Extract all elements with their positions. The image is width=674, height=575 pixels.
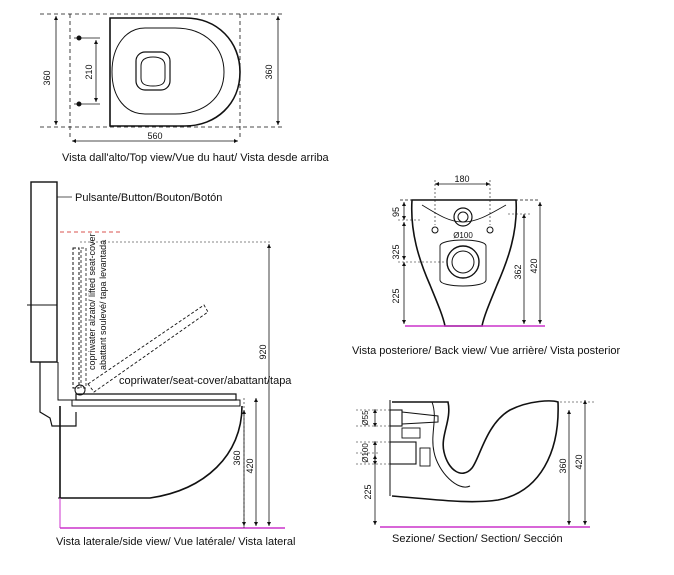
side-view bbox=[27, 181, 285, 529]
section-view-caption: Sezione/ Section/ Section/ Sección bbox=[392, 533, 563, 545]
top-view bbox=[40, 13, 285, 143]
section-dim-225: 225 bbox=[363, 484, 373, 499]
side-view-caption: Vista laterale/side view/ Vue latérale/ … bbox=[56, 536, 296, 548]
side-dim-920: 920 bbox=[258, 344, 268, 359]
section-dim-inlet: Ø55 bbox=[361, 410, 370, 426]
side-dim-420: 420 bbox=[245, 458, 255, 473]
back-dim-325: 325 bbox=[391, 244, 401, 259]
back-dim-180: 180 bbox=[454, 174, 469, 184]
side-label-cover: copriwater/seat-cover/abattant/tapa bbox=[119, 375, 292, 387]
back-dim-362: 362 bbox=[513, 264, 523, 279]
back-dim-outlet: Ø100 bbox=[453, 231, 473, 240]
top-dim-210: 210 bbox=[84, 64, 94, 79]
top-dim-360-left: 360 bbox=[42, 70, 52, 85]
side-label-button: Pulsante/Button/Bouton/Botón bbox=[75, 192, 222, 204]
back-view bbox=[398, 180, 545, 327]
top-dim-360-right: 360 bbox=[264, 64, 274, 79]
back-dim-95: 95 bbox=[391, 207, 401, 217]
top-dim-560: 560 bbox=[147, 131, 162, 141]
section-dim-360: 360 bbox=[558, 458, 568, 473]
section-view bbox=[356, 400, 595, 528]
back-dim-420: 420 bbox=[529, 258, 539, 273]
back-view-caption: Vista posteriore/ Back view/ Vue arrière… bbox=[352, 345, 621, 357]
top-view-caption: Vista dall'alto/Top view/Vue du haut/ Vi… bbox=[62, 152, 329, 164]
side-label-lifted-cover-2: abattant soulevé/ tapa levantada bbox=[98, 240, 108, 370]
section-dim-outlet: Ø100 bbox=[361, 443, 370, 463]
back-dim-225: 225 bbox=[391, 288, 401, 303]
side-label-lifted-cover: copriwater alzato/ lifted seat-cover bbox=[87, 233, 97, 370]
side-dim-360: 360 bbox=[232, 450, 242, 465]
section-dim-420: 420 bbox=[574, 454, 584, 469]
